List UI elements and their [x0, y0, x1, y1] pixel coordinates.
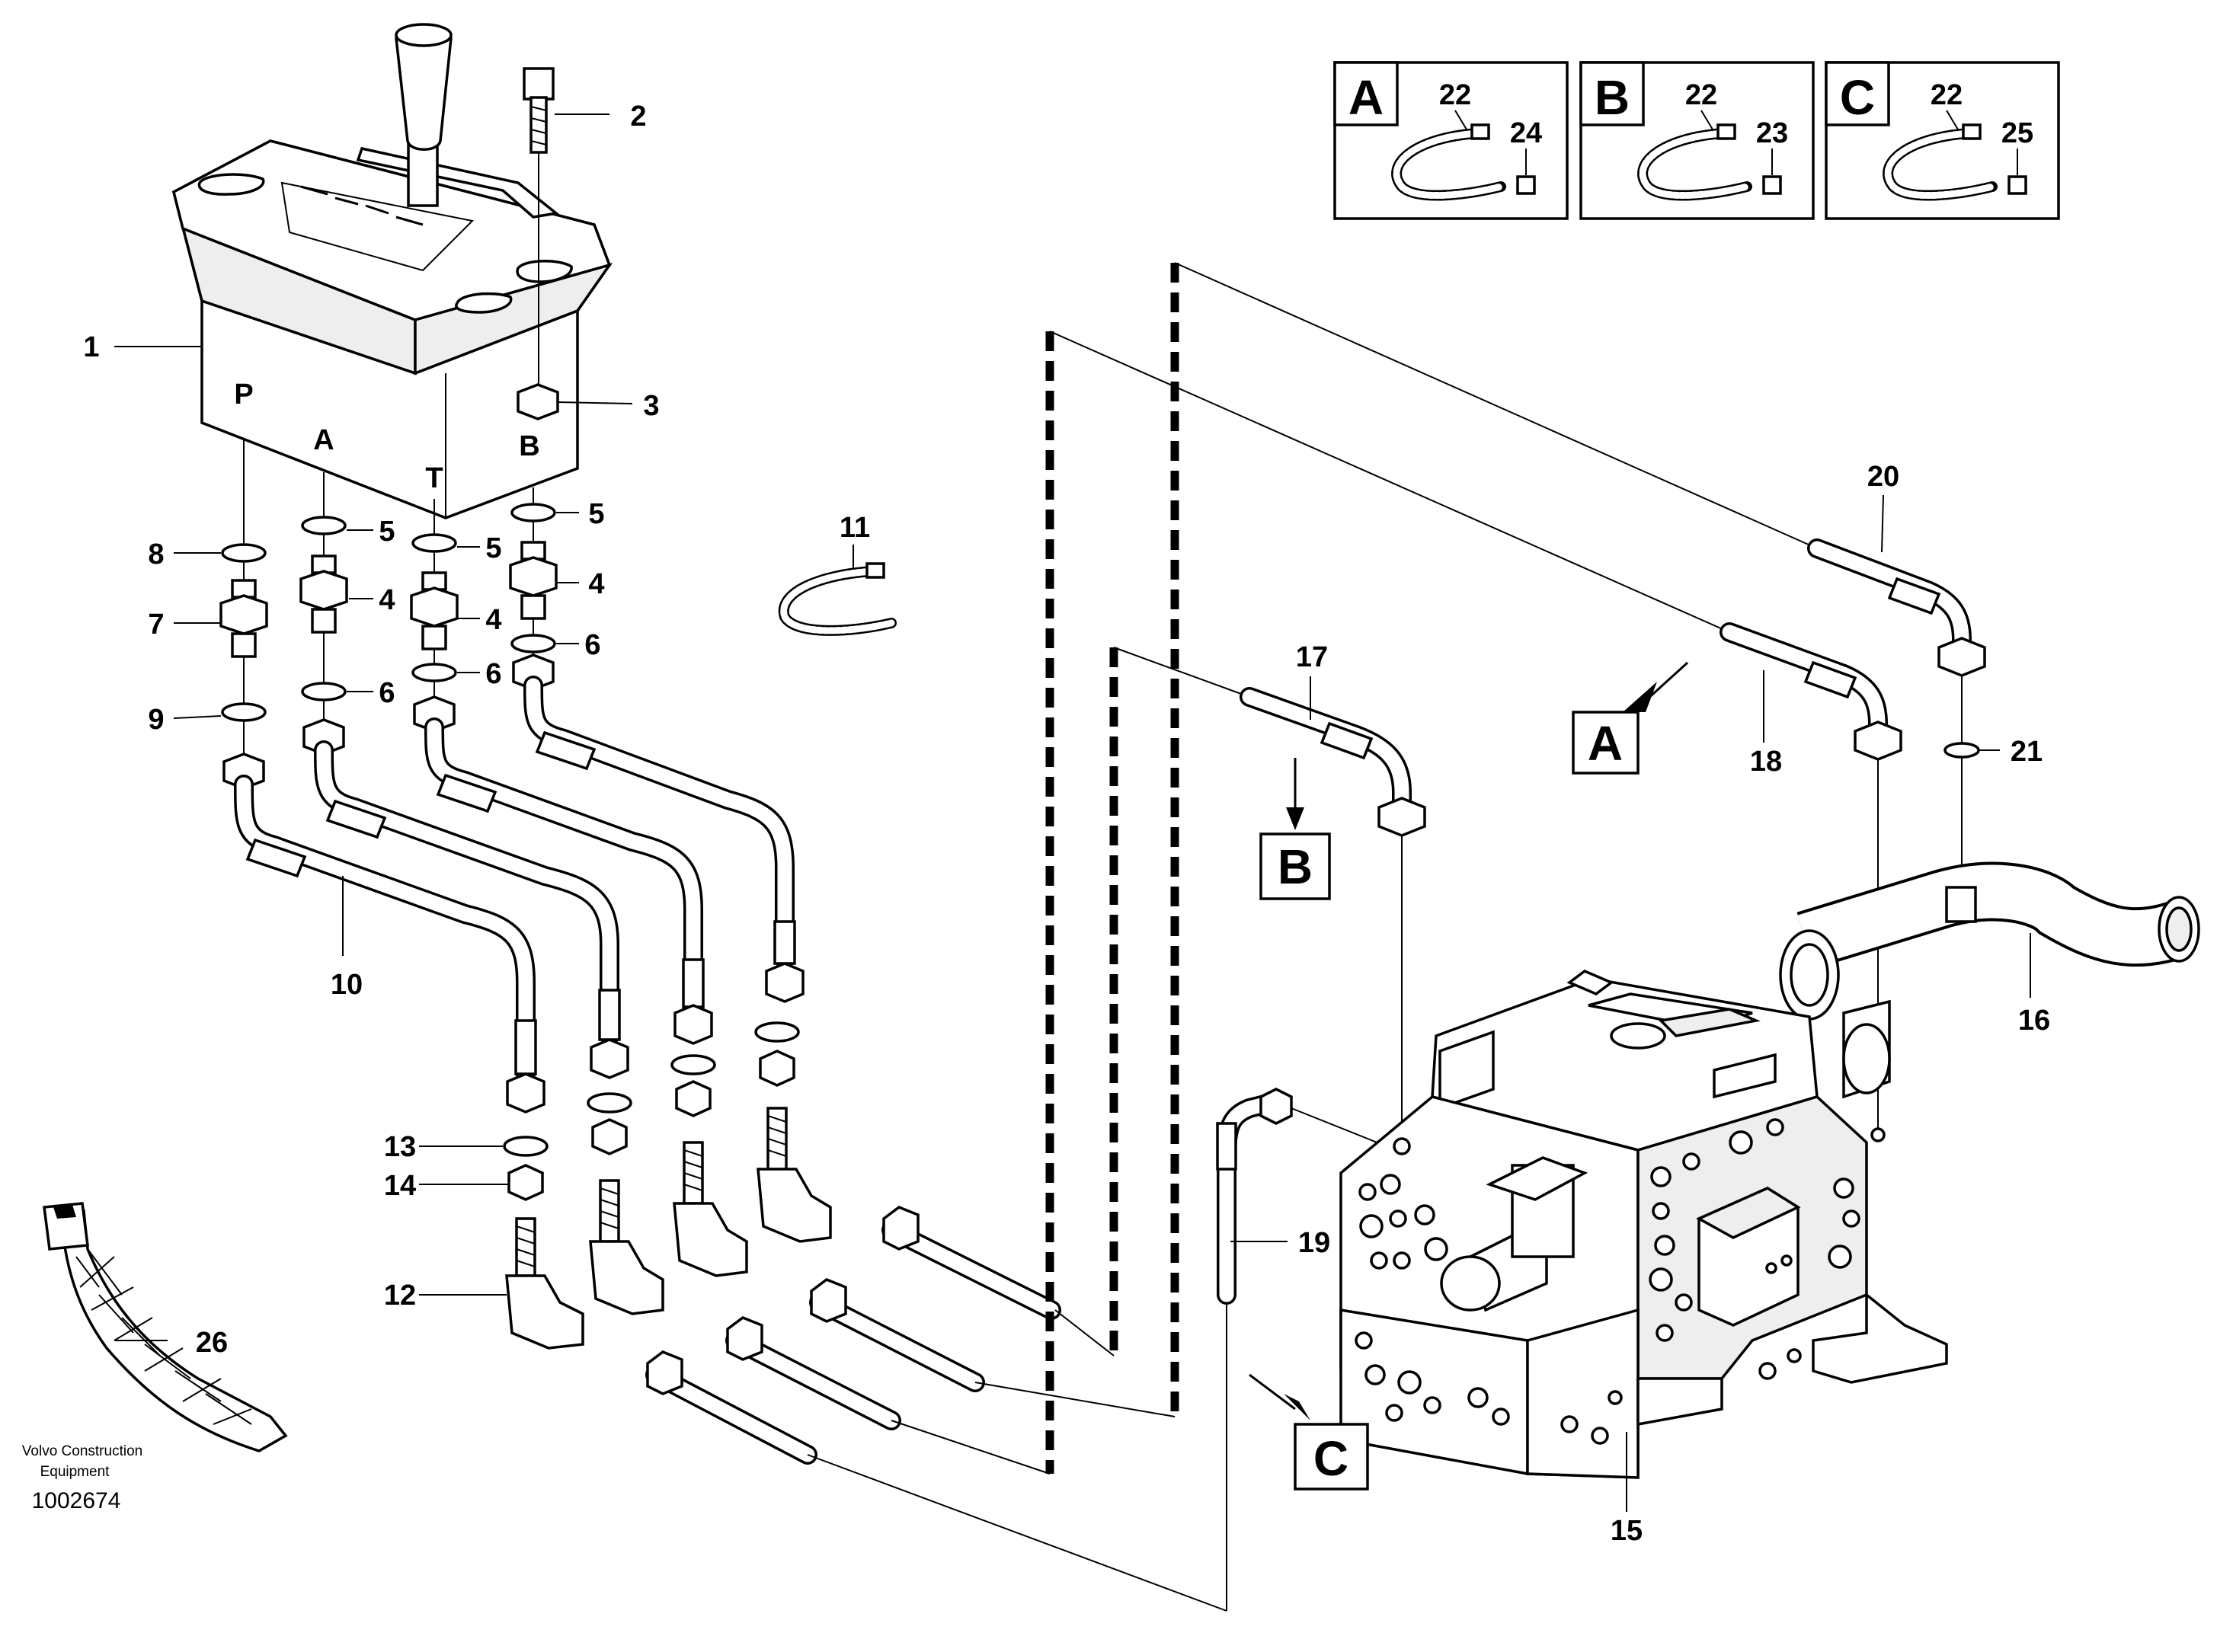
- port-label-p: P: [234, 379, 253, 411]
- pipe-20: [1807, 538, 1986, 887]
- callout-13: 13: [384, 1131, 416, 1163]
- callout-6c: 6: [584, 629, 600, 661]
- port-label-b: B: [519, 430, 539, 462]
- control-valve: [1339, 969, 1948, 1479]
- callout-17: 17: [1296, 641, 1328, 673]
- pipe-18: [1720, 622, 1902, 1135]
- fitting-stack-t: [410, 533, 459, 733]
- callout-4a: 4: [379, 584, 395, 616]
- detail-box-c-clip-label: 25: [2001, 117, 2033, 149]
- detail-box-c: C 22 25: [1825, 61, 2060, 220]
- sleeve-26: [43, 1202, 288, 1452]
- callout-6b: 6: [485, 658, 501, 690]
- pipe-19: [1216, 1088, 1387, 1305]
- callout-20: 20: [1867, 461, 1899, 493]
- return-pipe: [1779, 861, 2200, 1099]
- o-ring-icon: [221, 543, 267, 563]
- callout-numbers: 1 2 3 4 4 4 5 5 5 6 6 6 7 8 9 10 11 12 1…: [83, 101, 2050, 1547]
- detail-box-b-tie-label: 22: [1685, 79, 1717, 111]
- clip-icon: [1762, 175, 1782, 195]
- view-marker-c-letter: C: [1313, 1431, 1348, 1486]
- clip-icon: [1516, 175, 1536, 195]
- callout-3: 3: [643, 390, 659, 422]
- elbow-fitting-icon: [505, 1274, 584, 1350]
- drawing-number: 1002674: [32, 1488, 121, 1513]
- hex-nut-icon: [517, 383, 559, 420]
- view-marker-b: B: [1259, 758, 1331, 900]
- clip-icon: [2007, 175, 2027, 195]
- port-label-t: T: [425, 462, 443, 494]
- detail-box-a: A 22 24: [1333, 61, 1569, 220]
- cable-tie-11: [778, 545, 897, 636]
- detail-box-c-letter: C: [1840, 70, 1875, 125]
- callout-21: 21: [2011, 736, 2043, 768]
- detail-box-c-tie-label: 22: [1931, 79, 1963, 111]
- callout-6a: 6: [379, 677, 395, 709]
- callout-7: 7: [148, 609, 164, 641]
- view-marker-c: C: [1249, 1373, 1369, 1491]
- hose-set: [234, 676, 796, 1084]
- detail-box-b-clip-label: 23: [1756, 117, 1788, 149]
- callout-5a: 5: [379, 516, 395, 548]
- detail-box-a-letter: A: [1348, 70, 1384, 125]
- view-marker-a: A: [1572, 661, 1689, 775]
- callout-8: 8: [148, 538, 164, 570]
- fitting-stack-p: [219, 543, 268, 790]
- view-marker-a-letter: A: [1588, 716, 1623, 771]
- o-ring-icon: [1943, 742, 1980, 759]
- lower-fittings: [503, 962, 832, 1350]
- routing-lines: [807, 262, 1818, 1612]
- detail-box-b: B 22 23: [1579, 61, 1815, 220]
- callout-19: 19: [1298, 1227, 1330, 1259]
- callout-14: 14: [384, 1170, 416, 1202]
- connector-pins: [645, 1206, 1061, 1465]
- callout-9: 9: [148, 704, 164, 736]
- callout-16: 16: [2018, 1005, 2050, 1037]
- control-lever-unit: P A T B: [171, 23, 613, 519]
- callout-15: 15: [1611, 1515, 1643, 1547]
- callout-5b: 5: [485, 532, 501, 564]
- detail-box-b-letter: B: [1595, 70, 1630, 125]
- callout-11: 11: [840, 512, 870, 544]
- detail-box-a-clip-label: 24: [1510, 117, 1542, 149]
- brand-line-1: Volvo Construction: [22, 1443, 142, 1459]
- callout-2: 2: [630, 101, 646, 133]
- callout-4b: 4: [485, 604, 501, 636]
- pipe-17: [1240, 687, 1426, 1249]
- view-marker-b-letter: B: [1278, 839, 1313, 894]
- fitting-stack-a: [299, 516, 348, 756]
- callout-leaders: [114, 113, 2031, 1512]
- brand-line-2: Equipment: [40, 1464, 110, 1480]
- callout-18: 18: [1750, 746, 1782, 778]
- callout-5c: 5: [588, 498, 604, 530]
- mounting-bolt: [517, 67, 559, 420]
- callout-12: 12: [384, 1280, 416, 1312]
- detail-box-a-tie-label: 22: [1439, 79, 1471, 111]
- callout-10: 10: [331, 969, 363, 1001]
- callout-4c: 4: [588, 568, 604, 600]
- port-label-a: A: [313, 424, 334, 456]
- drawing-footer: Volvo Construction Equipment 1002674: [22, 1443, 142, 1513]
- fitting-stack-b: [509, 503, 558, 691]
- callout-1: 1: [83, 331, 99, 363]
- callout-26: 26: [196, 1327, 228, 1359]
